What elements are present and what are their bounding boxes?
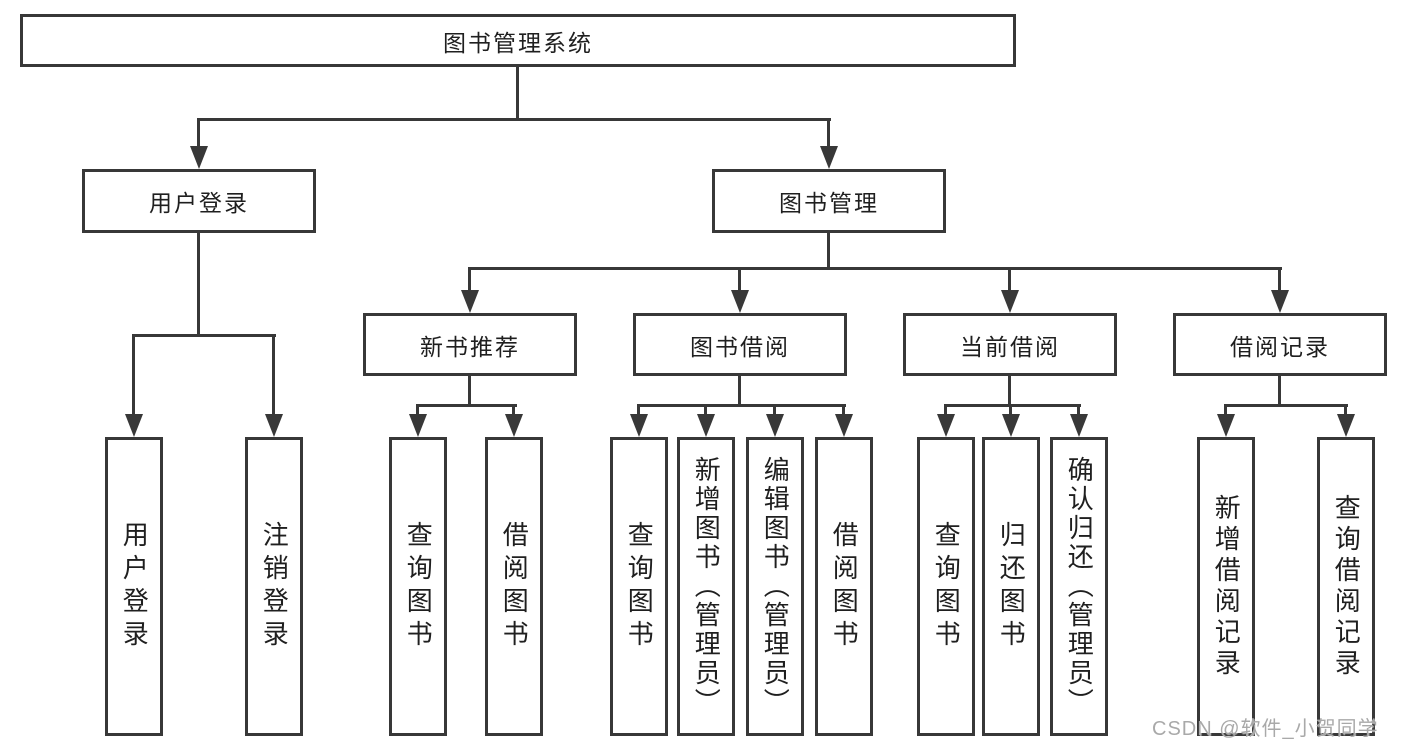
connector-line (1344, 404, 1347, 416)
node-label: 新增图书（管理员） (691, 456, 722, 717)
connector-line (272, 334, 275, 416)
connector-line (827, 233, 830, 270)
arrow-down-icon (820, 146, 838, 169)
node-new-book-recommend: 新书推荐 (363, 313, 577, 376)
arrow-down-icon (937, 414, 955, 437)
node-borrowing-records: 借阅记录 (1173, 313, 1387, 376)
node-label: 借阅图书 (499, 520, 530, 653)
node-book-management: 图书管理 (712, 169, 946, 233)
connector-line (1008, 376, 1011, 407)
connector-line (197, 118, 831, 121)
node-label: 新增借阅记录 (1211, 493, 1242, 680)
arrow-down-icon (1001, 290, 1019, 313)
arrow-down-icon (125, 414, 143, 437)
node-label: 注销登录 (259, 520, 290, 653)
node-borrow-books-recommend: 借阅图书 (485, 437, 543, 736)
node-label: 用户登录 (119, 520, 150, 653)
connector-line (132, 334, 135, 416)
node-label: 图书借阅 (690, 333, 790, 360)
node-query-books-borrowing: 查询图书 (610, 437, 668, 736)
node-label: 查询图书 (624, 520, 655, 653)
connector-line (132, 334, 276, 337)
node-query-books-current: 查询图书 (917, 437, 975, 736)
connector-line (1224, 404, 1227, 416)
node-label: 图书管理 (779, 190, 879, 216)
connector-line (1009, 404, 1012, 416)
arrow-down-icon (766, 414, 784, 437)
arrow-down-icon (190, 146, 208, 169)
connector-line (1008, 267, 1011, 291)
connector-line (416, 404, 517, 407)
node-label: 新书推荐 (420, 333, 520, 360)
node-confirm-return-admin: 确认归还（管理员） (1050, 437, 1108, 736)
node-current-borrowing: 当前借阅 (903, 313, 1117, 376)
arrow-down-icon (731, 290, 749, 313)
arrow-down-icon (409, 414, 427, 437)
connector-line (637, 404, 640, 416)
node-add-borrow-record: 新增借阅记录 (1197, 437, 1255, 736)
node-add-books-admin: 新增图书（管理员） (677, 437, 735, 736)
arrow-down-icon (835, 414, 853, 437)
node-query-books-recommend: 查询图书 (389, 437, 447, 736)
node-label: 当前借阅 (960, 333, 1060, 360)
arrow-down-icon (1271, 290, 1289, 313)
connector-line (1278, 267, 1281, 291)
arrow-down-icon (1217, 414, 1235, 437)
connector-line (197, 233, 200, 337)
arrow-down-icon (1002, 414, 1020, 437)
node-logout-action: 注销登录 (245, 437, 303, 736)
connector-line (738, 376, 741, 407)
connector-line (468, 267, 1282, 270)
arrow-down-icon (265, 414, 283, 437)
node-label: 图书管理系统 (443, 29, 593, 56)
arrow-down-icon (461, 290, 479, 313)
connector-line (944, 404, 947, 416)
node-label: 编辑图书（管理员） (760, 456, 791, 717)
connector-line (738, 267, 741, 291)
node-label: 查询图书 (403, 520, 434, 653)
node-label: 归还图书 (996, 520, 1027, 653)
connector-line (416, 404, 419, 416)
connector-line (1278, 376, 1281, 407)
connector-line (842, 404, 845, 416)
node-edit-books-admin: 编辑图书（管理员） (746, 437, 804, 736)
node-label: 确认归还（管理员） (1064, 456, 1095, 717)
connector-line (516, 67, 519, 121)
node-book-borrowing: 图书借阅 (633, 313, 847, 376)
node-query-borrow-record: 查询借阅记录 (1317, 437, 1375, 736)
node-label: 查询借阅记录 (1331, 493, 1362, 680)
node-user-login-action: 用户登录 (105, 437, 163, 736)
connector-line (512, 404, 515, 416)
connector-line (468, 376, 471, 407)
connector-line (773, 404, 776, 416)
arrow-down-icon (505, 414, 523, 437)
arrow-down-icon (1070, 414, 1088, 437)
watermark-text: CSDN @软件_小贺同学 (1152, 718, 1379, 740)
arrow-down-icon (630, 414, 648, 437)
connector-line (704, 404, 707, 416)
connector-line (1224, 404, 1348, 407)
node-borrow-books-borrowing: 借阅图书 (815, 437, 873, 736)
node-library-management-system: 图书管理系统 (20, 14, 1016, 67)
arrow-down-icon (697, 414, 715, 437)
node-return-books: 归还图书 (982, 437, 1040, 736)
connector-line (468, 267, 471, 291)
connector-line (827, 118, 830, 148)
connector-line (1077, 404, 1080, 416)
arrow-down-icon (1337, 414, 1355, 437)
connector-line (637, 404, 846, 407)
node-label: 借阅图书 (829, 520, 860, 653)
connector-line (944, 404, 1081, 407)
node-user-login: 用户登录 (82, 169, 316, 233)
node-label: 查询图书 (931, 520, 962, 653)
node-label: 用户登录 (149, 190, 249, 216)
node-label: 借阅记录 (1230, 333, 1330, 360)
connector-line (197, 118, 200, 148)
